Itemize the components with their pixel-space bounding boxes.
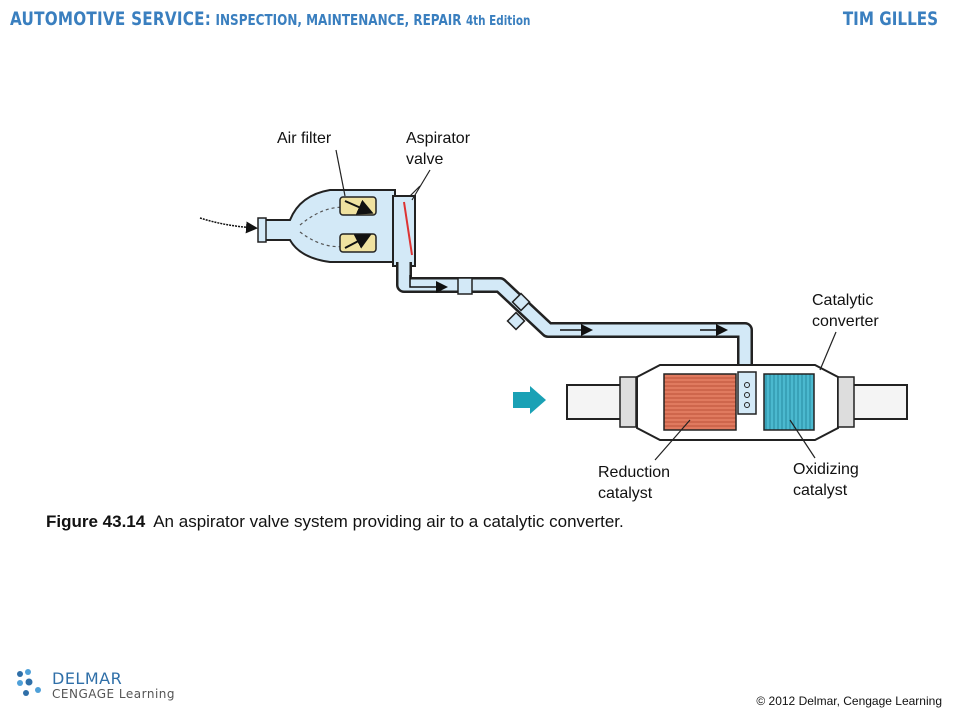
- catalytic-converter: [566, 364, 908, 441]
- label-oxidizing-catalyst-line2: catalyst: [793, 482, 848, 499]
- figure-number: Figure 43.14: [46, 512, 146, 531]
- brand-cengage: CENGAGE Learning: [52, 687, 176, 701]
- figure-caption-text: An aspirator valve system providing air …: [153, 512, 624, 531]
- reduction-catalyst-block: [663, 373, 737, 431]
- book-title-main: AUTOMOTIVE SERVICE:: [10, 8, 212, 30]
- book-title-sub: INSPECTION, MAINTENANCE, REPAIR: [215, 11, 462, 29]
- oxidizing-catalyst-block: [763, 373, 815, 431]
- copyright-notice: © 2012 Delmar, Cengage Learning: [756, 694, 942, 708]
- brand-delmar: DELMAR: [52, 669, 123, 688]
- book-author: TIM GILLES: [842, 8, 938, 30]
- book-edition: 4th Edition: [465, 14, 531, 29]
- air-filter: [257, 189, 396, 263]
- label-reduction-catalyst-line1: Reduction: [598, 464, 671, 481]
- inlet-air-arrow: [199, 217, 258, 234]
- figure-caption: Figure 43.14 An aspirator valve system pr…: [46, 512, 624, 532]
- aspirator-valve: [392, 185, 421, 267]
- label-oxidizing-catalyst-line1: Oxidizing: [793, 461, 859, 478]
- label-reduction-catalyst-line2: catalyst: [598, 485, 653, 502]
- label-air-filter: Air filter: [277, 130, 332, 147]
- label-catalytic-converter-line1: Catalytic: [812, 292, 874, 309]
- delmar-logo-icon: [17, 669, 41, 696]
- label-aspirator-valve-line2: valve: [406, 151, 444, 168]
- exhaust-flow-arrow: [513, 386, 546, 414]
- book-title: AUTOMOTIVE SERVICE: INSPECTION, MAINTENA…: [10, 8, 530, 30]
- label-aspirator-valve-line1: Aspirator: [406, 130, 471, 147]
- label-catalytic-converter-line2: converter: [812, 313, 879, 330]
